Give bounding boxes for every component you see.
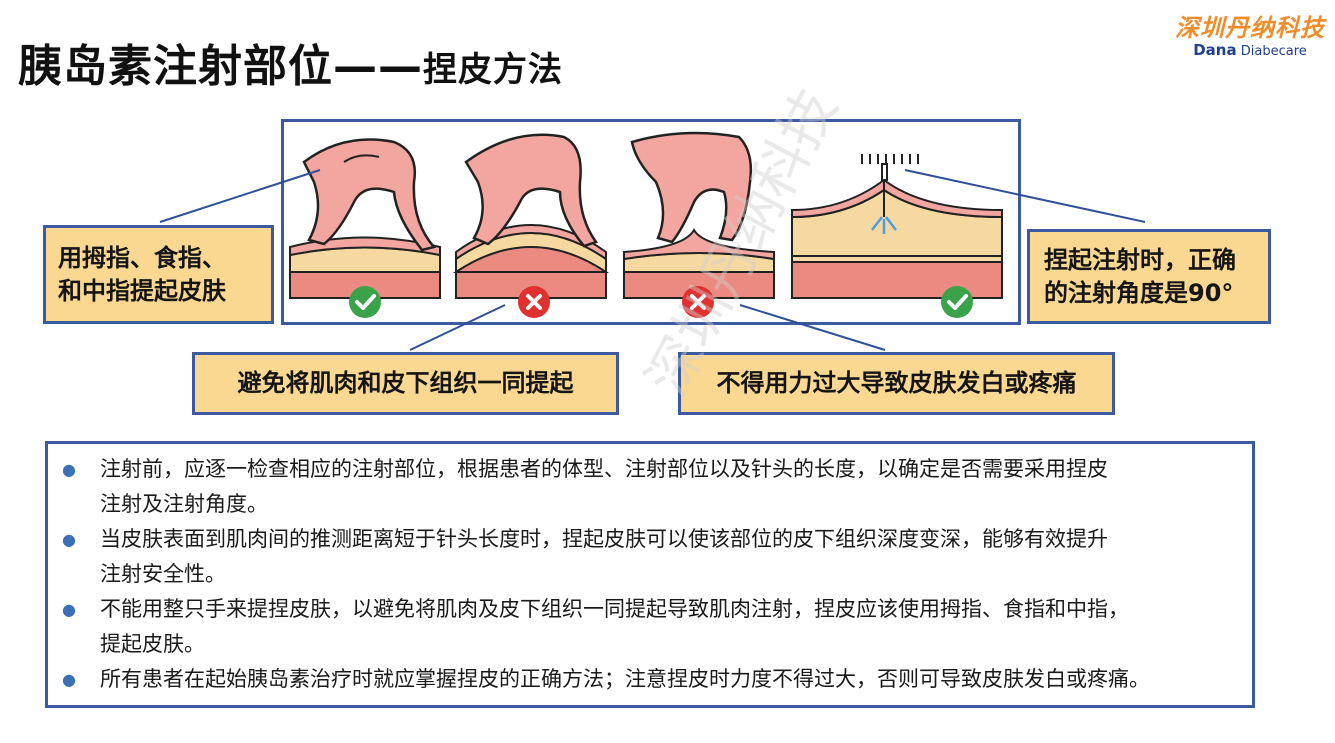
list-item: ● 当皮肤表面到肌肉间的推测距离短于针头长度时，捏起皮肤可以使该部位的皮下组织深度… (62, 522, 1242, 592)
bullet-icon: ● (62, 460, 76, 479)
note-line: 注射及注射角度。 (100, 492, 268, 516)
check-icon (349, 286, 381, 318)
watermark-text: 深圳丹纳科技 (635, 79, 850, 406)
callout-no-force: 不得用力过大导致皮肤发白或疼痛 (678, 352, 1115, 415)
callout-thumb-fingers: 用拇指、食指、和中指提起皮肤 (43, 225, 274, 324)
callout-line: 用拇指、食指、 (58, 243, 226, 272)
callout-line: 的注射角度是90° (1044, 278, 1234, 307)
connector-line (409, 304, 506, 351)
company-logo: 深圳丹纳科技 Dana Diabecare (1170, 8, 1330, 59)
note-line: 所有患者在起始胰岛素治疗时就应掌握捏皮的正确方法；注意捏皮时力度不得过大，否则可… (100, 667, 1150, 691)
bullet-icon: ● (62, 530, 76, 549)
logo-chinese: 深圳丹纳科技 (1175, 14, 1325, 42)
list-item: ● 注射前，应逐一检查相应的注射部位，根据患者的体型、注射部位以及针头的长度，以确… (62, 452, 1242, 522)
logo-brand: Dana (1193, 41, 1237, 59)
title-dash: —— (333, 41, 423, 92)
logo-english: Dana Diabecare (1170, 41, 1330, 59)
connector-line (904, 169, 1146, 223)
pinch-illustration (289, 131, 1003, 318)
list-item: ● 不能用整只手来提捏皮肤，以避免将肌肉及皮下组织一同提起导致肌肉注射，捏皮应该使… (62, 592, 1242, 662)
notes-box: ● 注射前，应逐一检查相应的注射部位，根据患者的体型、注射部位以及针头的长度，以确… (45, 441, 1255, 708)
note-line: 不能用整只手来提捏皮肤，以避免将肌肉及皮下组织一同提起导致肌肉注射，捏皮应该使用… (100, 597, 1129, 621)
page-title: 胰岛素注射部位——捏皮方法 (18, 30, 563, 94)
panel-correct-pinch (289, 138, 441, 299)
check-icon (941, 286, 973, 318)
callout-avoid-muscle: 避免将肌肉和皮下组织一同提起 (192, 352, 619, 415)
note-line: 当皮肤表面到肌肉间的推测距离短于针头长度时，捏起皮肤可以使该部位的皮下组织深度变… (100, 527, 1108, 551)
bullet-icon: ● (62, 670, 76, 689)
title-sub: 捏皮方法 (423, 50, 563, 90)
connector-line (739, 304, 886, 351)
connector-line (159, 169, 321, 223)
callout-line: 和中指提起皮肤 (58, 276, 226, 305)
callout-line: 捏起注射时，正确 (1044, 245, 1236, 274)
list-item: ● 所有患者在起始胰岛素治疗时就应掌握捏皮的正确方法；注意捏皮时力度不得过大，否则… (62, 662, 1242, 697)
callout-angle-90: 捏起注射时，正确的注射角度是90° (1027, 229, 1271, 324)
note-line: 提起皮肤。 (100, 632, 205, 656)
note-line: 注射安全性。 (100, 562, 226, 586)
note-line: 注射前，应逐一检查相应的注射部位，根据患者的体型、注射部位以及针头的长度，以确定… (100, 457, 1108, 481)
bullet-icon: ● (62, 600, 76, 619)
cross-icon (518, 286, 550, 318)
notes-list: ● 注射前，应逐一检查相应的注射部位，根据患者的体型、注射部位以及针头的长度，以确… (48, 444, 1252, 697)
pinch-illustration-frame (281, 119, 1021, 325)
logo-name: Diabecare (1240, 44, 1307, 59)
title-main: 胰岛素注射部位 (18, 41, 333, 92)
cross-icon (682, 286, 714, 318)
panel-wrong-force (623, 131, 775, 299)
